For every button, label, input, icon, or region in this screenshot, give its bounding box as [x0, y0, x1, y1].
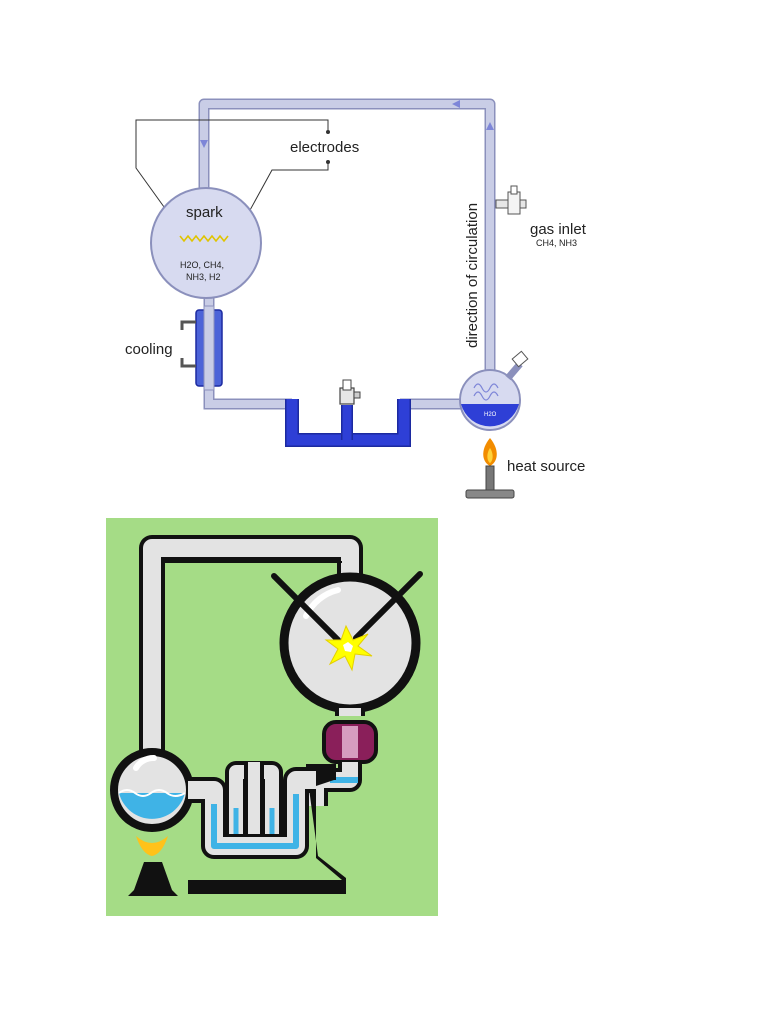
miller-urey-diagram-labeled: electrodes spark H2O, CH4, NH3, H2 cooli… [125, 98, 587, 499]
gas-inlet-valve [495, 185, 527, 215]
water-flask [459, 350, 529, 431]
cooling-condenser [180, 305, 223, 391]
u-trap [285, 399, 411, 447]
spark-core [343, 642, 353, 652]
miller-urey-diagram-cartoon [106, 518, 438, 916]
flask-contents-line2: NH3, H2 [186, 272, 221, 282]
spark-flask [150, 187, 262, 299]
circulation-arrows [200, 100, 494, 148]
spark-label: spark [186, 204, 223, 221]
water-flask-label: H2O [484, 412, 497, 418]
burner [128, 862, 178, 896]
electrode-rods [271, 571, 423, 643]
flask-water [119, 793, 185, 819]
flame-icon [136, 836, 168, 856]
return-tube [139, 535, 363, 796]
stopcock-valve [339, 379, 361, 405]
electrode-terminal-upper [326, 130, 330, 134]
spark-zigzag [179, 234, 229, 243]
heat-source-label: heat source [507, 458, 585, 475]
clamp [322, 720, 378, 764]
burner-stand [465, 465, 515, 499]
gas-inlet-label: gas inlet [530, 221, 587, 238]
cooling-label: cooling [125, 341, 173, 358]
flame-icon [483, 438, 497, 466]
flask-contents-line1: H2O, CH4, [180, 260, 224, 270]
gas-inlet-sublabel: CH4, NH3 [536, 238, 577, 248]
direction-label: direction of circulation [464, 203, 481, 348]
electrodes-label: electrodes [290, 139, 359, 156]
u-trap [188, 761, 316, 859]
electrode-wires [135, 119, 329, 233]
electrode-terminal-lower [326, 160, 330, 164]
